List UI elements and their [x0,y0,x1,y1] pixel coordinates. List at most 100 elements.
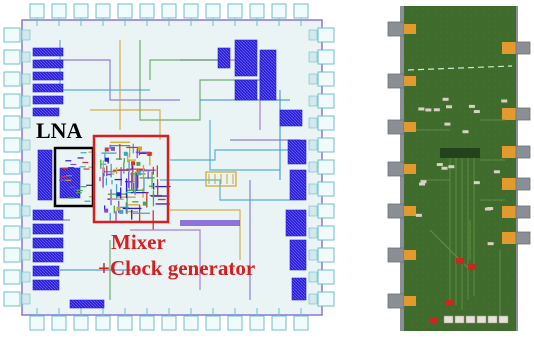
io-pad [317,203,335,219]
sma-connector-body [387,21,405,37]
connector-pad [502,178,516,190]
chip-component [465,315,476,324]
metal-trace [170,149,300,161]
mixer-highlight-box [92,134,170,224]
esd-cell [308,293,318,305]
metal-block [285,209,307,237]
mixer-annotation: Mixer [111,230,166,254]
core-cell [123,151,128,156]
io-pad [183,315,199,331]
io-pad [3,159,21,175]
io-pad [293,3,309,19]
metal-block [32,71,64,81]
smd-component [433,108,440,112]
connector-pad [502,42,516,54]
sma-connector-body [387,247,405,263]
smd-component [473,110,480,114]
io-pad [3,27,21,43]
pcb-render-image [387,2,531,333]
sma-connector-body [387,73,405,89]
io-pad [317,225,335,241]
io-pad [3,137,21,153]
red-component [456,258,464,264]
esd-cell [308,271,318,283]
esd-cell [21,161,31,173]
io-pad [3,291,21,307]
io-pad [139,3,155,19]
metal-block [217,47,231,69]
io-pad [3,115,21,131]
metal-trace [160,179,290,201]
connector-pad [502,146,516,158]
io-pad [317,49,335,65]
smd-component [468,104,475,108]
esd-cell [21,205,31,217]
esd-cell [308,95,318,107]
esd-cell [308,183,318,195]
connector-pad [404,76,416,86]
connector-pad [502,232,516,244]
esd-cell [21,183,31,195]
pcb-traces [407,65,513,320]
metal-block [234,79,258,101]
io-pad [293,315,309,331]
core-cell [142,201,147,206]
connector-pad [404,206,416,216]
smd-component [444,122,451,126]
metal-block [37,149,53,201]
core-cell [116,192,121,197]
esd-cell [308,205,318,217]
smd-component [419,182,426,186]
red-component [430,318,438,324]
chip-component [498,315,509,324]
io-pad [317,115,335,131]
smd-component [436,163,443,167]
metal-block [289,239,307,271]
metal-block [32,95,64,105]
metal-block [32,47,64,57]
core-cell [138,146,143,151]
metal-block [69,299,105,309]
metal-block [259,49,277,101]
metal-block [32,279,60,291]
metal-trace [130,229,201,290]
core-cell [131,161,136,166]
metal-block [59,167,81,199]
connector-pad [404,164,416,174]
pad-ring-left [3,27,31,307]
lna-annotation: LNA [36,118,83,143]
smd-component [493,170,500,174]
io-pad [73,3,89,19]
io-pad [3,181,21,197]
io-pad [3,203,21,219]
chip-component [487,315,498,324]
esd-cell [308,249,318,261]
io-pad [271,315,287,331]
smd-component [473,181,480,185]
io-pad [3,71,21,87]
sma-connector-body [387,203,405,219]
pcb-components [415,97,509,324]
core-cell [116,206,121,211]
io-pad [117,315,133,331]
smd-component [501,99,508,103]
metal-trace [139,40,260,121]
smd-component [448,165,455,169]
smd-component [425,108,432,112]
esd-cell [308,29,318,41]
metal-block [32,237,64,249]
metal-trace [40,59,180,101]
esd-cell [308,161,318,173]
sma-connector-body [515,205,531,219]
io-pad [51,315,67,331]
io-pad [205,3,221,19]
smd-component [415,213,422,217]
io-pad [249,3,265,19]
metal-block [32,209,64,221]
core-cell [136,171,141,176]
pcb-board [404,6,516,331]
esd-cell [21,271,31,283]
esd-cell [21,95,31,107]
core-cell [104,157,109,162]
io-pad [317,247,335,263]
